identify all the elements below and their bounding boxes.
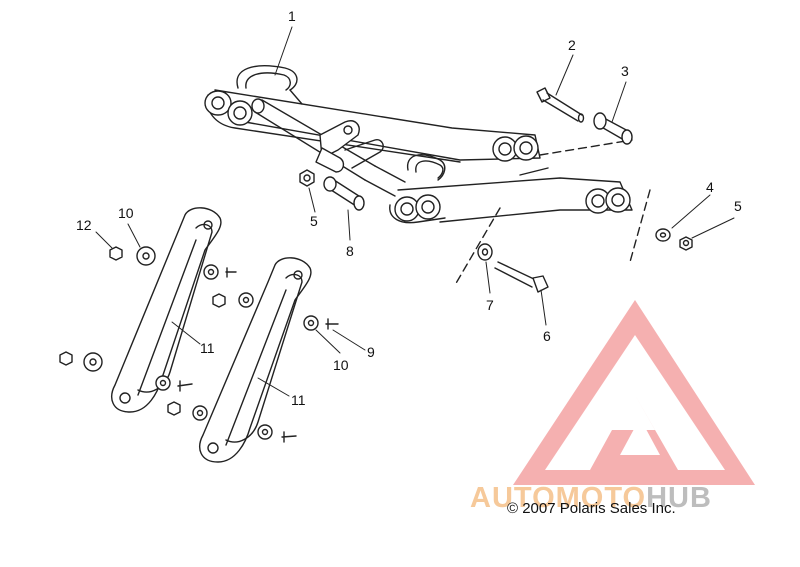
callout-10-right: 10 bbox=[333, 357, 349, 373]
callout-11-left: 11 bbox=[200, 340, 215, 356]
watermark-logo bbox=[513, 300, 755, 485]
upper-a-arm bbox=[204, 65, 541, 181]
lower-a-arm bbox=[364, 154, 633, 224]
callout-9: 9 bbox=[367, 344, 375, 360]
bolt-6 bbox=[494, 261, 549, 293]
bushing-3 bbox=[593, 112, 633, 145]
leader-lines bbox=[95, 26, 735, 397]
copyright-text: © 2007 Polaris Sales Inc. bbox=[507, 500, 676, 517]
washer-4 bbox=[655, 228, 671, 242]
callout-10-left: 10 bbox=[118, 205, 134, 221]
hardware-small bbox=[59, 246, 339, 443]
link-11-left bbox=[111, 207, 222, 413]
watermark-text-a: AUTOMOTO bbox=[470, 482, 647, 514]
watermark-text: AUTOMOTOHUB bbox=[470, 482, 712, 515]
callout-6: 6 bbox=[543, 328, 551, 344]
nut-5-right bbox=[679, 236, 693, 251]
callout-1: 1 bbox=[288, 8, 296, 24]
axis-lines bbox=[454, 139, 651, 286]
link-11-right bbox=[199, 257, 312, 463]
callout-8: 8 bbox=[346, 243, 354, 259]
callout-2: 2 bbox=[568, 37, 576, 53]
nut-5-left bbox=[299, 169, 315, 187]
callout-11-right: 11 bbox=[291, 392, 306, 408]
bolt-2 bbox=[536, 87, 585, 123]
callout-5-left: 5 bbox=[310, 213, 318, 229]
washer-7 bbox=[477, 243, 493, 261]
callout-7: 7 bbox=[486, 297, 494, 313]
watermark-text-b: HUB bbox=[646, 482, 712, 514]
callout-3: 3 bbox=[621, 63, 629, 79]
callout-5-right: 5 bbox=[734, 198, 742, 214]
callout-12: 12 bbox=[76, 217, 92, 233]
callout-4: 4 bbox=[706, 179, 714, 195]
bushing-8 bbox=[323, 176, 365, 211]
